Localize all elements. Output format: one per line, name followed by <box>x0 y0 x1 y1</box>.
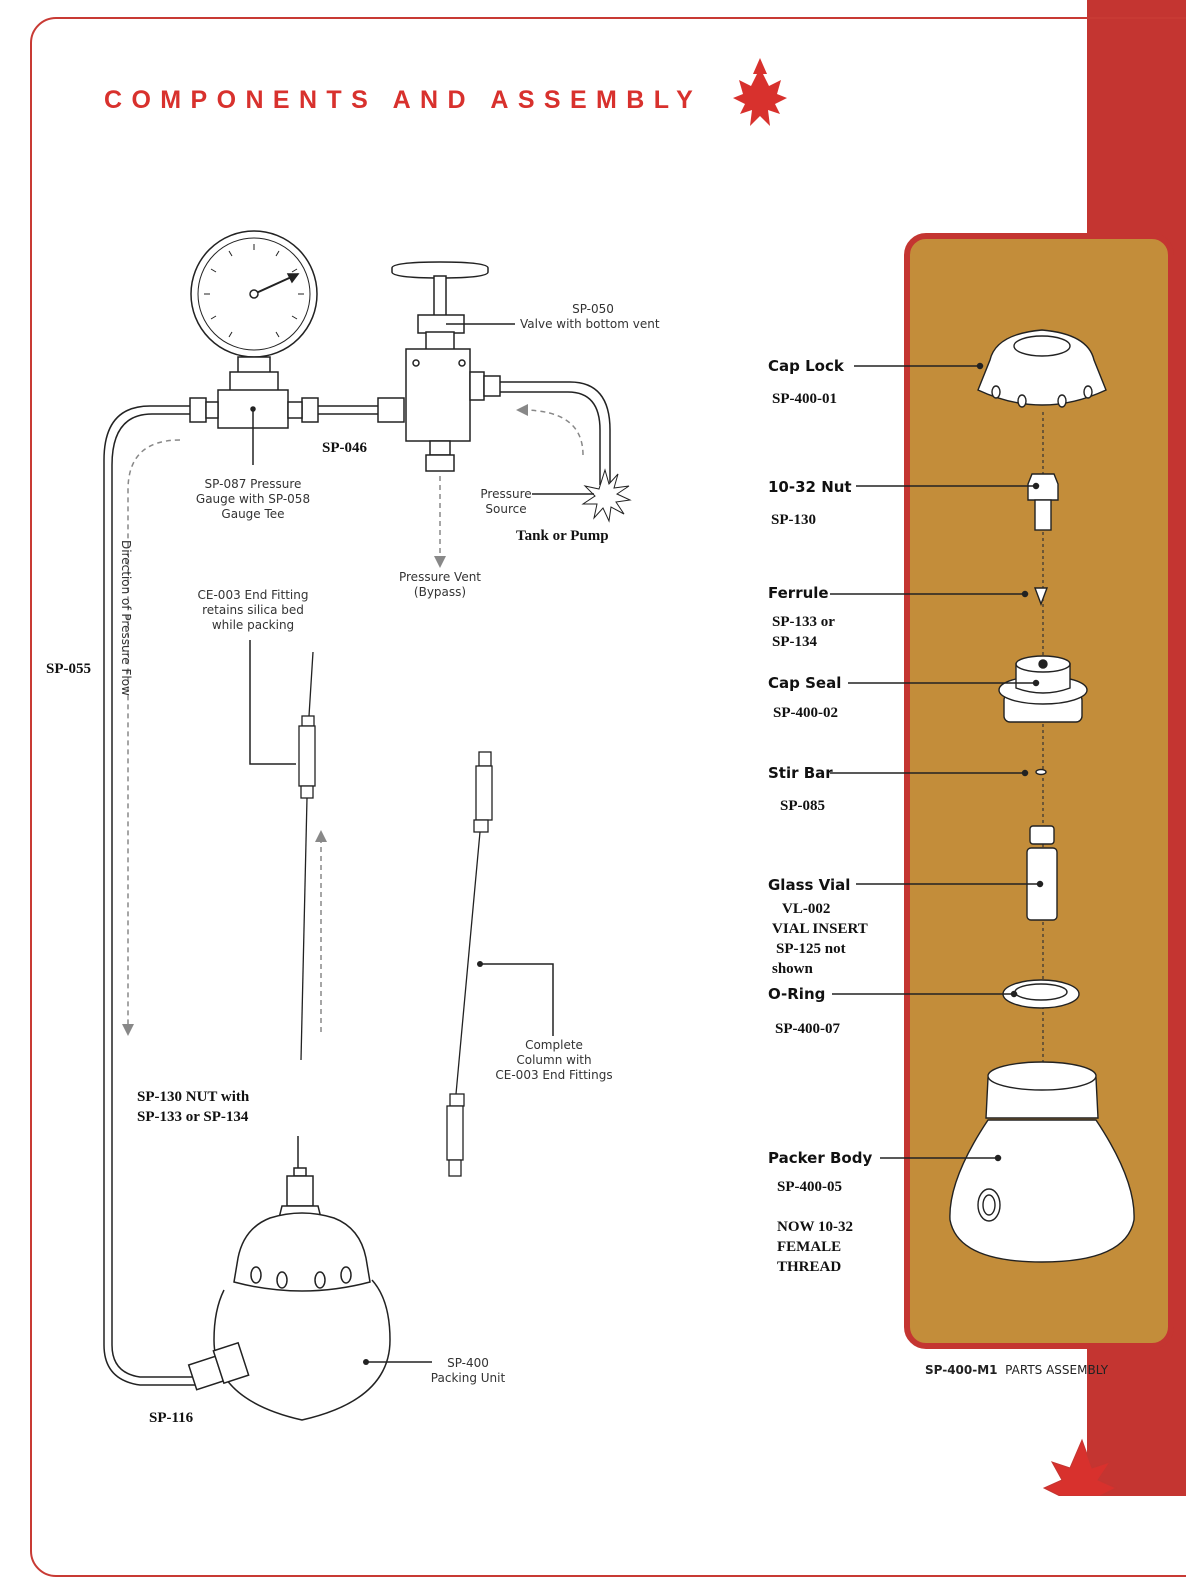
tubing-code: SP-055 <box>46 661 91 677</box>
direction-label: Direction of Pressure Flow <box>119 540 133 696</box>
part-code-cap-seal: SP-400-02 <box>773 705 838 721</box>
part-code-cap-lock: SP-400-01 <box>772 391 837 407</box>
pressure-source-label: Pressure Source <box>480 487 532 516</box>
part-code-o-ring: SP-400-07 <box>775 1021 840 1037</box>
part-label-cap-lock: Cap Lock <box>768 357 844 375</box>
pressure-gauge <box>189 230 319 429</box>
parts-caption: SP-400-M1 PARTS ASSEMBLY <box>925 1363 1108 1377</box>
end-fitting-column <box>298 651 316 1061</box>
maple-leaf-icon <box>733 58 787 126</box>
complete-column <box>446 751 493 1177</box>
part-label-packer-body: Packer Body <box>768 1149 873 1167</box>
column-label: Complete Column with CE-003 End Fittings <box>495 1038 613 1082</box>
part-label-stir-bar: Stir Bar <box>768 764 833 782</box>
packing-unit <box>187 1136 391 1421</box>
page-title: COMPONENTS AND ASSEMBLY <box>104 86 703 114</box>
part-label-cap-seal: Cap Seal <box>768 674 842 692</box>
part-code-stir-bar: SP-085 <box>780 798 825 814</box>
part-code-ferrule: SP-133 or SP-134 <box>772 614 835 650</box>
part-code-nut: SP-130 <box>771 512 816 528</box>
caption-text: PARTS ASSEMBLY <box>1005 1363 1109 1377</box>
tee-code: SP-046 <box>322 440 367 456</box>
part-ferrule <box>1033 587 1049 606</box>
part-glass-vial <box>1026 825 1058 921</box>
corner-leaf-icon <box>1042 1438 1118 1496</box>
part-packer-body <box>949 1061 1135 1263</box>
caption-code: SP-400-M1 <box>925 1363 998 1377</box>
valve <box>391 261 501 472</box>
part-label-nut: 10-32 Nut <box>768 478 852 496</box>
vent-label: Pressure Vent (Bypass) <box>398 570 482 599</box>
part-cap-seal <box>998 655 1088 723</box>
packing-unit-label: SP-400 Packing Unit <box>430 1356 506 1385</box>
valve-label: SP-050 Valve with bottom vent <box>520 302 660 331</box>
part-nut <box>1027 473 1059 531</box>
part-code-packer-body: SP-400-05 NOW 10-32 FEMALE THREAD <box>777 1179 853 1275</box>
fitting-code: SP-116 <box>149 1410 194 1426</box>
nut-label: SP-130 NUT with SP-133 or SP-134 <box>137 1089 250 1125</box>
part-label-glass-vial: Glass Vial <box>768 876 851 894</box>
end-fitting-label: CE-003 End Fitting retains silica bed wh… <box>197 588 309 632</box>
part-label-ferrule: Ferrule <box>768 584 829 602</box>
gauge-label: SP-087 Pressure Gauge with SP-058 Gauge … <box>195 477 311 521</box>
part-stir-bar <box>1035 768 1047 776</box>
page: COMPONENTS AND ASSEMBLY <box>30 0 1186 1577</box>
part-code-glass-vial: VL-002 VIAL INSERT SP-125 not shown <box>772 901 868 977</box>
starburst-icon <box>581 468 632 523</box>
tank-label: Tank or Pump <box>516 528 609 544</box>
assembly-diagram <box>103 58 1135 1496</box>
part-label-o-ring: O-Ring <box>768 985 826 1003</box>
